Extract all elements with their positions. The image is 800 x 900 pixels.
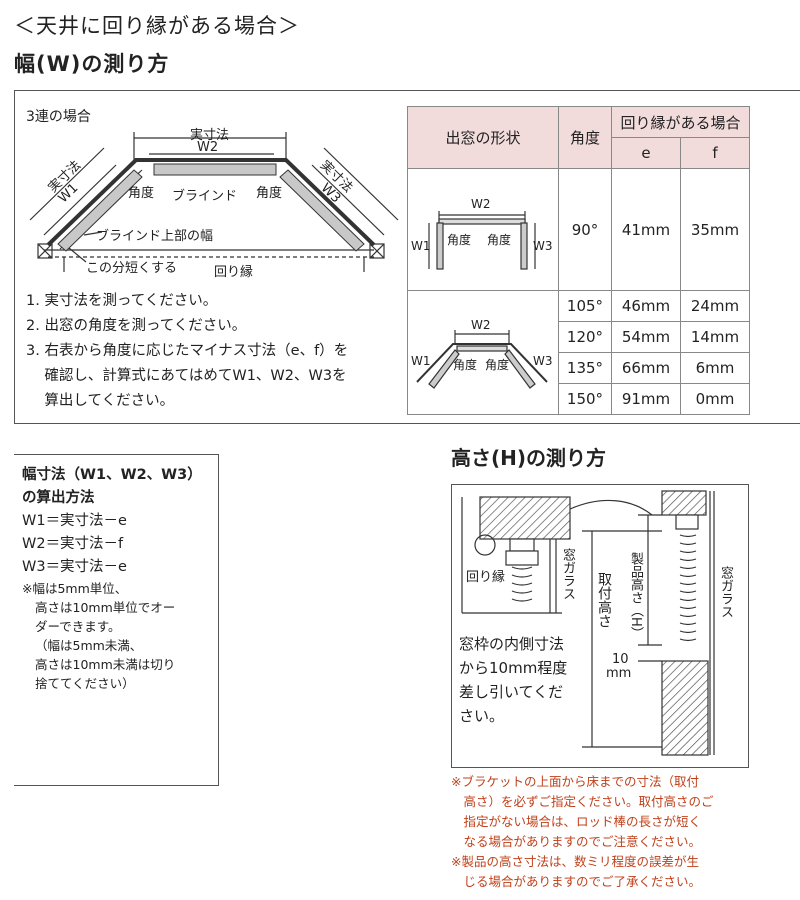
step-2: 2. 出窓の角度を測ってください。	[26, 318, 247, 334]
th-angle: 角度	[558, 106, 612, 169]
section-title-height: 高さ(H)の測り方	[451, 446, 607, 470]
th-group: 回り縁がある場合	[611, 106, 750, 138]
f-105: 24mm	[680, 290, 750, 322]
fig2-w1: W1	[411, 353, 431, 368]
th-f: f	[680, 137, 750, 169]
f-120: 14mm	[680, 321, 750, 353]
section-title-width: 幅(W)の測り方	[14, 52, 170, 76]
step-3-cont2: 算出してください。	[26, 393, 175, 409]
formula-w2: W2＝実寸法－f	[22, 536, 124, 552]
e-120: 54mm	[611, 321, 681, 353]
fig1-w3: W3	[533, 238, 553, 253]
label-mm: mm	[606, 666, 632, 681]
bay-window-width-diagram	[29, 132, 399, 272]
blind-center	[153, 163, 277, 176]
f-90: 35mm	[680, 168, 750, 291]
calc-box	[14, 454, 219, 786]
height-diagram-box	[451, 484, 749, 768]
fig1-w2: W2	[471, 196, 491, 211]
height-diagram	[461, 490, 715, 756]
e-150: 91mm	[611, 383, 681, 415]
note-line-6: じる場合がありますのでご了承ください。	[451, 874, 702, 889]
label-blind: ブラインド	[172, 189, 238, 204]
page-title: ＜天井に回り縁がある場合＞	[14, 14, 300, 38]
e-90: 41mm	[611, 168, 681, 291]
angle-150: 150°	[558, 383, 612, 415]
angle-105: 105°	[558, 290, 612, 322]
label-angle-right: 角度	[256, 186, 283, 201]
blind-left-bar	[57, 169, 143, 252]
note-line-5: ※製品の高さ寸法は、数ミリ程度の誤差が生	[451, 854, 699, 869]
fig2-w3: W3	[533, 353, 553, 368]
cornice-outline	[46, 158, 376, 247]
label-cornice: 回り縁	[214, 265, 254, 280]
note-line-4: なる場合がありますのでご注意ください。	[451, 834, 702, 849]
label-install-height: 取付高さ	[596, 572, 612, 628]
label-cornice-h: 回り縁	[466, 570, 506, 585]
width-panel	[14, 90, 800, 424]
step-3: 3. 右表から角度に応じたマイナス寸法（e、f）を	[26, 343, 349, 359]
note-3: ダーできます。	[35, 619, 121, 634]
calc-content: 幅寸法（W1、W2、W3） の算出方法 W1＝実寸法－e W2＝実寸法－f W3…	[22, 464, 202, 693]
shape-fig-oblique: W2 W1 W3 角度 角度	[407, 290, 559, 415]
formula-w3: W3＝実寸法－e	[22, 559, 127, 575]
label-shorten: この分短くする	[86, 261, 178, 276]
th-e: e	[611, 137, 681, 169]
label-glass-left: 窓ガラス	[560, 548, 575, 600]
shape-fig-90: W2 W1 W3 角度 角度	[407, 168, 559, 291]
height-notes: ※ブラケットの上面から床までの寸法（取付 高さ）を必ずご指定ください。取付高さの…	[451, 772, 751, 892]
fig2-angle-r: 角度	[485, 357, 510, 372]
fig1-angle-l: 角度	[447, 232, 472, 247]
label-glass-right: 窓ガラス	[718, 566, 733, 618]
width-steps: 1. 実寸法を測ってください。 2. 出窓の角度を測ってください。 3. 右表か…	[26, 289, 348, 414]
case-label: 3連の場合	[26, 109, 91, 125]
note-4: （幅は5mm未満、	[35, 638, 143, 653]
angle-90: 90°	[558, 168, 612, 291]
fig1-w1: W1	[411, 238, 431, 253]
note-6: 捨ててください）	[35, 676, 135, 691]
fig1-angle-r: 角度	[487, 232, 512, 247]
note-2: 高さは10mm単位でオー	[35, 600, 176, 615]
instruction-line-2: から10mm程度	[459, 659, 568, 677]
instruction-line-4: さい。	[459, 707, 505, 725]
note-line-2: 高さ）を必ずご指定ください。取付高さのご	[451, 794, 714, 809]
calc-title-2: の算出方法	[22, 490, 95, 506]
note-5: 高さは10mm未満は切り	[35, 657, 176, 672]
formula-w1: W1＝実寸法－e	[22, 513, 127, 529]
note-1: ※幅は5mm単位、	[22, 581, 128, 596]
e-105: 46mm	[611, 290, 681, 322]
fig2-angle-l: 角度	[453, 357, 478, 372]
th-shape: 出窓の形状	[407, 106, 559, 169]
label-blind-top-width: ブラインド上部の幅	[96, 229, 214, 244]
label-angle-left: 角度	[128, 186, 155, 201]
minus-dimension-table: 出窓の形状 角度 回り縁がある場合 e f	[407, 106, 750, 415]
calc-title-1: 幅寸法（W1、W2、W3）	[22, 467, 202, 483]
note-line-3: 指定がない場合は、ロッド棒の長さが短く	[451, 814, 702, 829]
label-actual-top: 実寸法	[190, 128, 230, 143]
f-150: 0mm	[680, 383, 750, 415]
step-3-cont: 確認し、計算式にあてはめてW1、W2、W3を	[26, 368, 347, 384]
label-product-height: 製品高さ（H）	[628, 552, 643, 640]
height-instruction: 窓枠の内側寸法 から10mm程度 差し引いてくだ さい。	[459, 632, 567, 728]
angle-120: 120°	[558, 321, 612, 353]
step-1: 1. 実寸法を測ってください。	[26, 293, 218, 309]
label-ten: 10	[612, 652, 629, 667]
f-135: 6mm	[680, 352, 750, 384]
blind-right-bar	[279, 169, 365, 252]
angle-135: 135°	[558, 352, 612, 384]
instruction-line-3: 差し引いてくだ	[459, 683, 564, 701]
note-line-1: ※ブラケットの上面から床までの寸法（取付	[451, 774, 699, 789]
e-135: 66mm	[611, 352, 681, 384]
fig2-w2: W2	[471, 317, 491, 332]
instruction-line-1: 窓枠の内側寸法	[459, 635, 565, 653]
label-w2: W2	[197, 140, 219, 155]
